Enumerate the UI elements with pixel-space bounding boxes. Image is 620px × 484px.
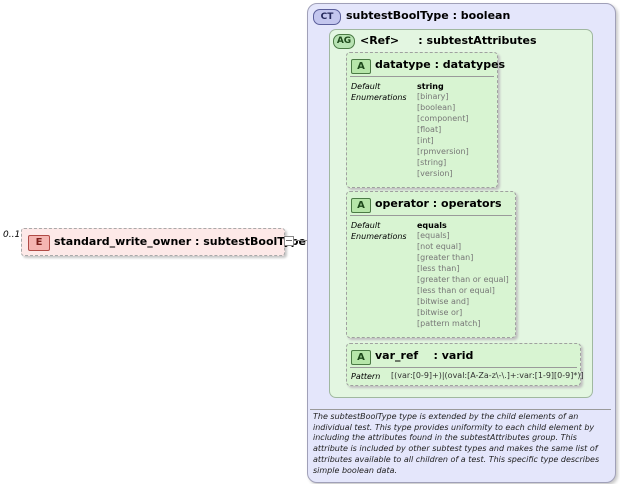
- enumeration-value: [string]: [417, 158, 447, 167]
- divider: [350, 367, 577, 368]
- enumeration-value: [pattern match]: [417, 319, 481, 328]
- enumeration-value: [boolean]: [417, 103, 456, 112]
- enumeration-value: [greater than]: [417, 253, 474, 262]
- attribute-group-title: <Ref> : subtestAttributes: [360, 34, 537, 47]
- enumeration-value: [greater than or equal]: [417, 275, 509, 284]
- enumerations-label: Enumerations: [351, 93, 407, 102]
- connector-line: [293, 240, 307, 241]
- enumeration-value: [component]: [417, 114, 469, 123]
- enumeration-value: [float]: [417, 125, 442, 134]
- enumeration-value: [bitwise or]: [417, 308, 463, 317]
- attribute-icon: A: [351, 350, 371, 365]
- complex-type-icon: CT: [313, 9, 341, 25]
- enumerations-label: Enumerations: [351, 232, 407, 241]
- documentation-divider: [310, 409, 611, 410]
- default-label: Default: [351, 82, 381, 91]
- attribute-datatype[interactable]: A datatype : datatypes Default Enumerati…: [346, 52, 505, 188]
- enumeration-value: [binary]: [417, 92, 449, 101]
- enumeration-value: [not equal]: [417, 242, 462, 251]
- attribute-icon: A: [351, 198, 371, 213]
- enumeration-value: [bitwise and]: [417, 297, 470, 306]
- divider: [350, 215, 512, 216]
- attribute-var-ref[interactable]: A var_ref : varid Pattern [(var:[0-9]+)|…: [346, 343, 584, 386]
- attribute-group-icon: AG: [333, 34, 355, 49]
- default-value: equals: [417, 221, 447, 230]
- documentation-text: The subtestBoolType type is extended by …: [313, 412, 600, 475]
- attribute-title: operator : operators: [375, 197, 502, 210]
- enumeration-value: [less than or equal]: [417, 286, 495, 295]
- pattern-value: [(var:[0-9]+)|(oval:[A-Za-z\-\.]+:var:[1…: [391, 371, 584, 380]
- complex-type-title: subtestBoolType : boolean: [346, 9, 511, 22]
- collapse-icon[interactable]: [284, 236, 294, 246]
- default-label: Default: [351, 221, 381, 230]
- attribute-icon: A: [351, 59, 371, 74]
- pattern-label: Pattern: [351, 372, 381, 381]
- element-standard-write-owner[interactable]: E standard_write_owner : subtestBoolType: [21, 228, 306, 256]
- default-value: string: [417, 82, 444, 91]
- multiplicity-label: 0..1: [3, 230, 21, 240]
- element-name: standard_write_owner : subtestBoolType: [54, 235, 306, 248]
- enumeration-value: [less than]: [417, 264, 460, 273]
- attribute-title: datatype : datatypes: [375, 58, 506, 71]
- divider: [350, 76, 494, 77]
- element-icon: E: [28, 235, 50, 251]
- enumeration-value: [version]: [417, 169, 453, 178]
- attribute-title: var_ref : varid: [375, 349, 474, 362]
- enumeration-value: [equals]: [417, 231, 450, 240]
- attribute-operator[interactable]: A operator : operators Default Enumerati…: [346, 191, 516, 338]
- enumeration-value: [rpmversion]: [417, 147, 469, 156]
- enumeration-value: [int]: [417, 136, 434, 145]
